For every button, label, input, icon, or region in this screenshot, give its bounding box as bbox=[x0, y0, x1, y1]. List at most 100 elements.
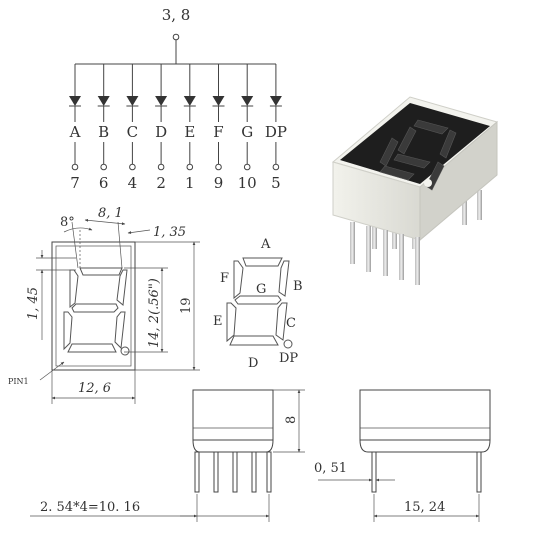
pin-number-label: 4 bbox=[128, 174, 138, 192]
pin-terminal bbox=[272, 163, 280, 171]
render-display-face bbox=[340, 103, 490, 184]
segment-map: A B C D E F G DP bbox=[213, 237, 303, 371]
dim-digit-label: 14, 2(.56") bbox=[147, 278, 162, 348]
pin-number-label: 6 bbox=[99, 174, 109, 192]
map-label-b: B bbox=[293, 279, 303, 294]
product-render bbox=[331, 96, 499, 285]
diode-symbol bbox=[126, 96, 139, 106]
map-seg-f bbox=[233, 260, 244, 300]
slant-line-right bbox=[117, 221, 123, 269]
render-digit bbox=[379, 119, 457, 191]
segment-label: DP bbox=[265, 123, 287, 141]
side2-pin-right bbox=[476, 451, 482, 493]
map-label-d: D bbox=[248, 356, 258, 371]
map-label-g: G bbox=[256, 282, 266, 297]
dim-top-label: 8, 1 bbox=[98, 206, 123, 221]
side1-pins bbox=[194, 451, 272, 493]
segment-label: D bbox=[155, 123, 167, 141]
diode-column-e: E1 bbox=[183, 64, 196, 192]
front-seg-f bbox=[69, 269, 79, 309]
dim-top-line bbox=[84, 218, 126, 226]
pin-terminal bbox=[243, 163, 251, 171]
pin-terminal bbox=[129, 163, 136, 171]
front-body-inner bbox=[55, 245, 132, 367]
diode-column-b: B6 bbox=[97, 64, 110, 192]
map-seg-c bbox=[275, 302, 288, 341]
front-seg-d bbox=[67, 343, 117, 353]
render-dp bbox=[424, 179, 432, 187]
render-pin-5 bbox=[415, 237, 420, 285]
render-pin-back-4 bbox=[462, 195, 467, 225]
segment-label: F bbox=[213, 123, 223, 141]
front-seg-dp bbox=[120, 346, 130, 356]
diode-symbol bbox=[241, 96, 254, 106]
pin-number-label: 1 bbox=[185, 174, 195, 192]
map-label-dp: DP bbox=[279, 351, 298, 366]
side2-body bbox=[359, 389, 491, 441]
diode-column-d: D2 bbox=[155, 64, 167, 192]
pin-terminal bbox=[71, 163, 79, 171]
map-seg-e bbox=[226, 302, 237, 343]
diode-symbol bbox=[269, 96, 282, 106]
pin-terminal bbox=[215, 163, 222, 171]
side-view-pitch: 2. 54*4=10. 16 8 bbox=[30, 389, 305, 522]
front-seg-b bbox=[116, 269, 128, 306]
front-seg-a bbox=[79, 267, 123, 276]
dim-width-label: 12, 6 bbox=[78, 381, 111, 396]
diode-symbol bbox=[97, 96, 110, 106]
render-pin-back-5 bbox=[477, 190, 482, 220]
map-seg-a bbox=[242, 257, 283, 267]
dim-thick-label: 8 bbox=[284, 416, 299, 424]
diode-symbol bbox=[212, 96, 225, 106]
segment-label: E bbox=[184, 123, 195, 141]
pin-number-label: 7 bbox=[70, 174, 80, 192]
side2-pin-left bbox=[371, 451, 377, 493]
pin-terminal bbox=[157, 163, 165, 171]
dim-top-right-line bbox=[127, 229, 151, 234]
side2-base bbox=[359, 439, 491, 453]
common-pin-terminal bbox=[172, 33, 180, 41]
diode-column-a: A7 bbox=[69, 64, 81, 192]
pin1-label: PIN1 bbox=[8, 377, 29, 386]
front-view: 8° 8, 1 1, 35 1, 45 14, 2(.56") 19 12, 6… bbox=[8, 206, 200, 404]
diode-symbol bbox=[183, 96, 196, 106]
map-seg-dp bbox=[283, 339, 293, 349]
segment-label: C bbox=[127, 123, 138, 141]
diode-column-c: C4 bbox=[126, 64, 139, 192]
map-label-a: A bbox=[260, 237, 271, 252]
common-pin-label: 3, 8 bbox=[162, 6, 191, 24]
render-side-face bbox=[419, 120, 498, 242]
diode-column-g: G 10 bbox=[238, 64, 257, 192]
front-seg-c bbox=[114, 311, 126, 350]
render-pin-3 bbox=[383, 230, 388, 276]
diode-symbol bbox=[69, 96, 81, 106]
front-seg-e bbox=[63, 311, 73, 351]
dim-pitch-label: 2. 54*4=10. 16 bbox=[40, 500, 140, 515]
render-pin-4 bbox=[399, 234, 404, 280]
diode-column-dp: DP 5 bbox=[265, 64, 287, 192]
segment-label: G bbox=[241, 123, 253, 141]
render-pin-1 bbox=[350, 222, 355, 264]
diode-column-f: F9 bbox=[212, 64, 225, 192]
side1-base bbox=[192, 439, 274, 453]
front-body-outline bbox=[51, 241, 136, 371]
front-digit bbox=[63, 267, 130, 356]
side1-body bbox=[192, 389, 274, 441]
pin-number-label: 10 bbox=[238, 174, 257, 192]
side-view-row: 0, 51 15, 24 bbox=[314, 389, 491, 522]
map-label-e: E bbox=[213, 314, 223, 329]
dim-left-label: 1, 45 bbox=[26, 287, 41, 320]
map-seg-g bbox=[234, 295, 282, 305]
dim-height-label: 19 bbox=[179, 297, 194, 314]
angle-arc bbox=[63, 227, 93, 233]
pin-terminal bbox=[186, 163, 194, 171]
segment-label: B bbox=[98, 123, 109, 141]
pin-number-label: 2 bbox=[156, 174, 166, 192]
render-pin-2 bbox=[366, 226, 371, 272]
map-label-c: C bbox=[286, 316, 296, 331]
pin1-leader bbox=[39, 361, 65, 381]
pin-number-label: 5 bbox=[271, 174, 281, 192]
